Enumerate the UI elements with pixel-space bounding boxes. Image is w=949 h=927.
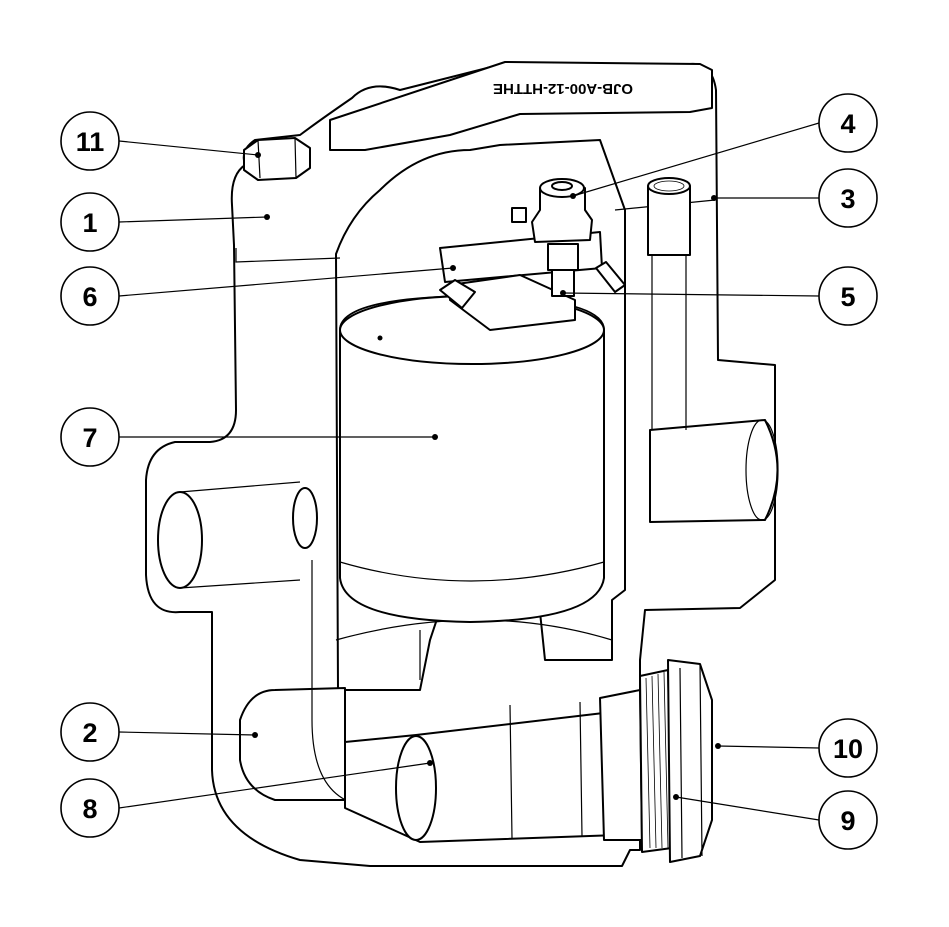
valve-lever-assembly <box>439 178 626 331</box>
outlet-pipe-union <box>344 659 713 863</box>
callout-4-label: 4 <box>840 109 855 139</box>
callout-1-label: 1 <box>82 208 97 238</box>
body-engraving: OJB-A00-12-HTTHE <box>493 80 633 97</box>
callout-3-label: 3 <box>840 184 855 214</box>
callout-8: 8 <box>60 778 120 838</box>
bucket-float <box>339 295 605 623</box>
callout-1: 1 <box>60 192 120 252</box>
callout-3: 3 <box>818 168 878 228</box>
callout-9: 9 <box>818 790 878 850</box>
leader-5 <box>562 292 820 297</box>
callout-2: 2 <box>60 702 120 762</box>
leader-8 <box>118 762 431 809</box>
callout-11-label: 11 <box>76 127 105 157</box>
callout-10: 10 <box>818 718 878 778</box>
callout-6: 6 <box>60 266 120 326</box>
callout-6-label: 6 <box>82 282 97 312</box>
leader-9 <box>675 796 820 821</box>
callout-9-label: 9 <box>840 806 855 836</box>
callout-7: 7 <box>60 407 120 467</box>
callout-2-label: 2 <box>82 718 97 748</box>
top-plug <box>243 137 311 181</box>
leader-lines <box>118 122 820 821</box>
leader-1 <box>118 216 268 223</box>
callout-5-label: 5 <box>840 282 855 312</box>
callout-5: 5 <box>818 266 878 326</box>
callout-8-label: 8 <box>82 794 97 824</box>
callout-7-label: 7 <box>82 423 97 453</box>
leader-11 <box>118 140 259 156</box>
vent-tube <box>647 177 691 430</box>
leader-2 <box>118 731 256 736</box>
callout-11: 11 <box>60 111 120 171</box>
callout-4: 4 <box>818 93 878 153</box>
leader-6 <box>118 267 454 297</box>
leader-10 <box>717 745 820 749</box>
leader-4 <box>572 122 820 197</box>
callout-10-label: 10 <box>833 734 863 764</box>
